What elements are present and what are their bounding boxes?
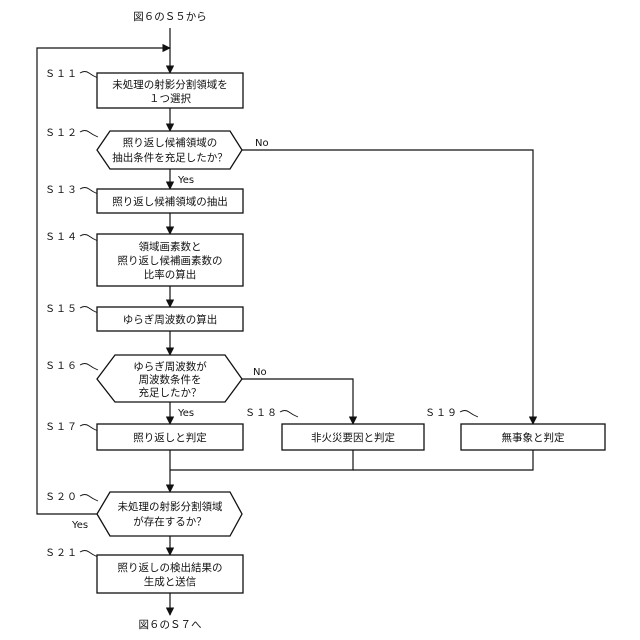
s11-line-1: 未処理の射影分割領域を — [112, 78, 228, 91]
decision-s16: ゆらぎ周波数が 周波数条件を 充足したか？ — [97, 355, 242, 402]
s16-line-3: 充足したか？ — [139, 386, 202, 399]
process-s21: 照り返しの検出結果の 生成と送信 — [97, 555, 243, 593]
branch-s12-no: No — [255, 138, 269, 149]
s17-line-1: 照り返しと判定 — [133, 431, 207, 444]
s11-line-2: １つ選択 — [149, 92, 191, 105]
step-label-s21: Ｓ２１ — [45, 548, 78, 559]
s20-line-2: が存在するか？ — [133, 515, 207, 528]
branch-s16-no: No — [253, 367, 267, 378]
step-label-s12: Ｓ１２ — [45, 128, 78, 139]
s12-line-2: 抽出条件を充足したか？ — [112, 151, 228, 164]
step-label-s11: Ｓ１１ — [45, 69, 78, 80]
s14-line-1: 領域画素数と — [139, 240, 202, 253]
step-label-s16: Ｓ１６ — [45, 361, 78, 372]
s14-line-3: 比率の算出 — [144, 268, 197, 281]
process-s14: 領域画素数と 照り返し候補画素数の 比率の算出 — [97, 234, 243, 286]
branch-s12-yes: Yes — [177, 175, 194, 186]
s13-line-1: 照り返し候補領域の抽出 — [112, 195, 228, 208]
process-s17: 照り返しと判定 — [97, 424, 243, 450]
step-label-s13: Ｓ１３ — [45, 185, 78, 196]
s15-line-1: ゆらぎ周波数の算出 — [123, 313, 218, 326]
process-s13: 照り返し候補領域の抽出 — [97, 189, 243, 213]
start-connector-text: 図６のＳ５から — [133, 11, 207, 23]
branch-s20-yes: Yes — [71, 520, 88, 531]
process-s19: 無事象と判定 — [461, 424, 605, 450]
s21-line-1: 照り返しの検出結果の — [118, 561, 223, 574]
step-label-s20: Ｓ２０ — [45, 492, 78, 503]
step-label-s15: Ｓ１５ — [45, 304, 78, 315]
s21-line-2: 生成と送信 — [144, 575, 197, 588]
s14-line-2: 照り返し候補画素数の — [118, 254, 223, 267]
step-label-s18: Ｓ１８ — [245, 408, 278, 419]
s18-line-1: 非火災要因と判定 — [311, 431, 395, 444]
s16-line-1: ゆらぎ周波数が — [133, 360, 207, 373]
s12-line-1: 照り返し候補領域の — [123, 136, 218, 149]
s19-line-1: 無事象と判定 — [502, 431, 565, 444]
step-label-s17: Ｓ１７ — [45, 422, 78, 433]
end-connector-text: 図６のＳ７へ — [139, 619, 202, 631]
step-label-s14: Ｓ１４ — [45, 232, 78, 243]
s16-line-2: 周波数条件を — [139, 373, 202, 386]
process-s18: 非火災要因と判定 — [282, 424, 424, 450]
s20-line-1: 未処理の射影分割領域 — [118, 500, 223, 513]
step-label-s19: Ｓ１９ — [425, 408, 458, 419]
branch-s16-yes: Yes — [177, 408, 194, 419]
process-s11: 未処理の射影分割領域を １つ選択 — [97, 73, 243, 108]
process-s15: ゆらぎ周波数の算出 — [97, 307, 243, 331]
decision-s12: 照り返し候補領域の 抽出条件を充足したか？ — [97, 131, 242, 169]
decision-s20: 未処理の射影分割領域 が存在するか？ — [97, 492, 242, 536]
